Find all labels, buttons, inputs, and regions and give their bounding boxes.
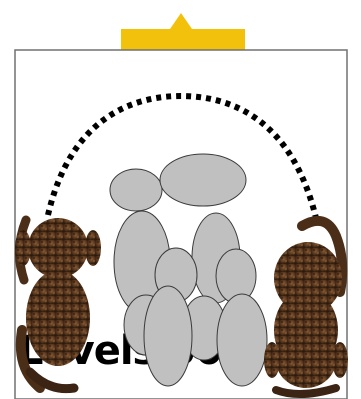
monkey-right-lower-head (276, 332, 336, 388)
stone (110, 169, 162, 211)
monkey-left-head (28, 218, 88, 278)
monkey-left-body (26, 270, 90, 366)
stone (217, 294, 267, 386)
stone (160, 154, 246, 206)
stone (144, 286, 192, 386)
